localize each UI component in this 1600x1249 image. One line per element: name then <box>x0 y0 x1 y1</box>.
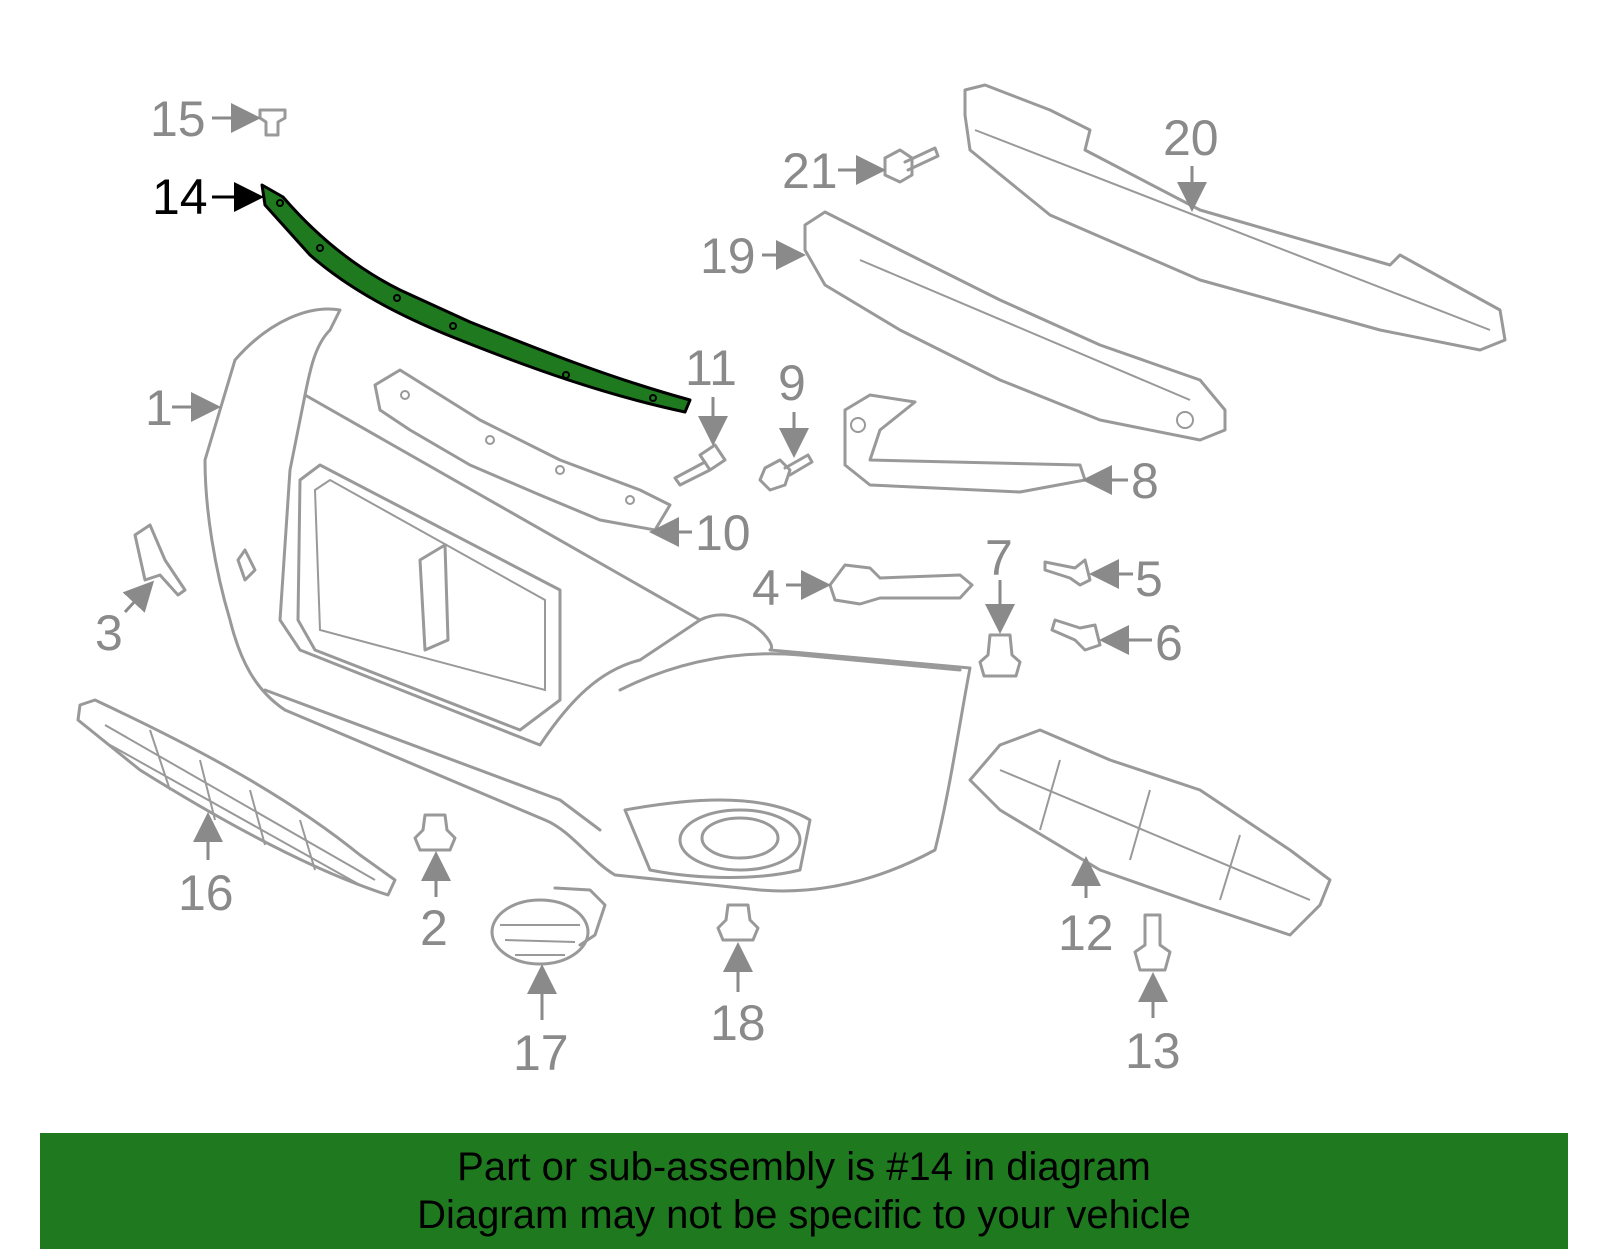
callout-9: 9 <box>778 355 806 411</box>
callout-3: 3 <box>95 605 123 661</box>
bolt-part-9 <box>758 453 814 492</box>
bracket-part-4 <box>828 563 974 606</box>
molding-part-14 <box>260 183 692 414</box>
bolt-part-13 <box>1133 913 1172 972</box>
callout-13: 13 <box>1125 1023 1181 1079</box>
callout-2: 2 <box>420 900 448 956</box>
clip-part-7 <box>978 633 1022 678</box>
bracket-part-8 <box>843 393 1087 494</box>
bumper-cover-part-1 <box>203 307 972 893</box>
callout-12: 12 <box>1058 905 1114 961</box>
reinforcement-part-20 <box>963 83 1507 352</box>
parts-diagram: 1 2 3 4 5 6 7 8 9 10 11 12 13 14 15 16 1… <box>76 83 1507 1081</box>
callout-20: 20 <box>1163 110 1219 166</box>
callout-14: 14 <box>152 169 208 225</box>
callout-19: 19 <box>700 228 756 284</box>
callout-21: 21 <box>782 143 838 199</box>
bolt-part-21 <box>883 146 940 184</box>
callout-5: 5 <box>1135 551 1163 607</box>
callout-16: 16 <box>178 865 234 921</box>
fastener-part-15 <box>258 108 287 137</box>
bolt-part-11 <box>673 443 727 487</box>
clip-part-18 <box>716 903 760 942</box>
clip-part-5 <box>1043 558 1092 587</box>
callout-4: 4 <box>752 560 780 616</box>
cap-part-3 <box>133 523 187 597</box>
banner-line-1: Part or sub-assembly is #14 in diagram <box>457 1145 1151 1189</box>
callout-6: 6 <box>1155 615 1183 671</box>
leader-arrows <box>122 103 1207 1020</box>
fog-light-part-17 <box>490 886 607 966</box>
callout-15: 15 <box>150 91 206 147</box>
info-banner: Part or sub-assembly is #14 in diagram D… <box>40 1133 1568 1249</box>
absorber-part-19 <box>803 210 1227 442</box>
callout-labels: 1 2 3 4 5 6 7 8 9 10 11 12 13 14 15 16 1… <box>95 91 1219 1081</box>
banner-line-2: Diagram may not be specific to your vehi… <box>417 1193 1191 1237</box>
callout-18: 18 <box>710 995 766 1051</box>
callout-1: 1 <box>145 380 173 436</box>
callout-8: 8 <box>1131 453 1159 509</box>
clip-part-2 <box>413 813 457 852</box>
callout-17: 17 <box>513 1025 569 1081</box>
lower-grille-part-16 <box>76 698 397 897</box>
callout-10: 10 <box>695 505 751 561</box>
undercover-part-12 <box>968 728 1332 937</box>
callout-11: 11 <box>685 340 737 396</box>
callout-7: 7 <box>985 530 1013 586</box>
clip-part-6 <box>1050 618 1102 652</box>
